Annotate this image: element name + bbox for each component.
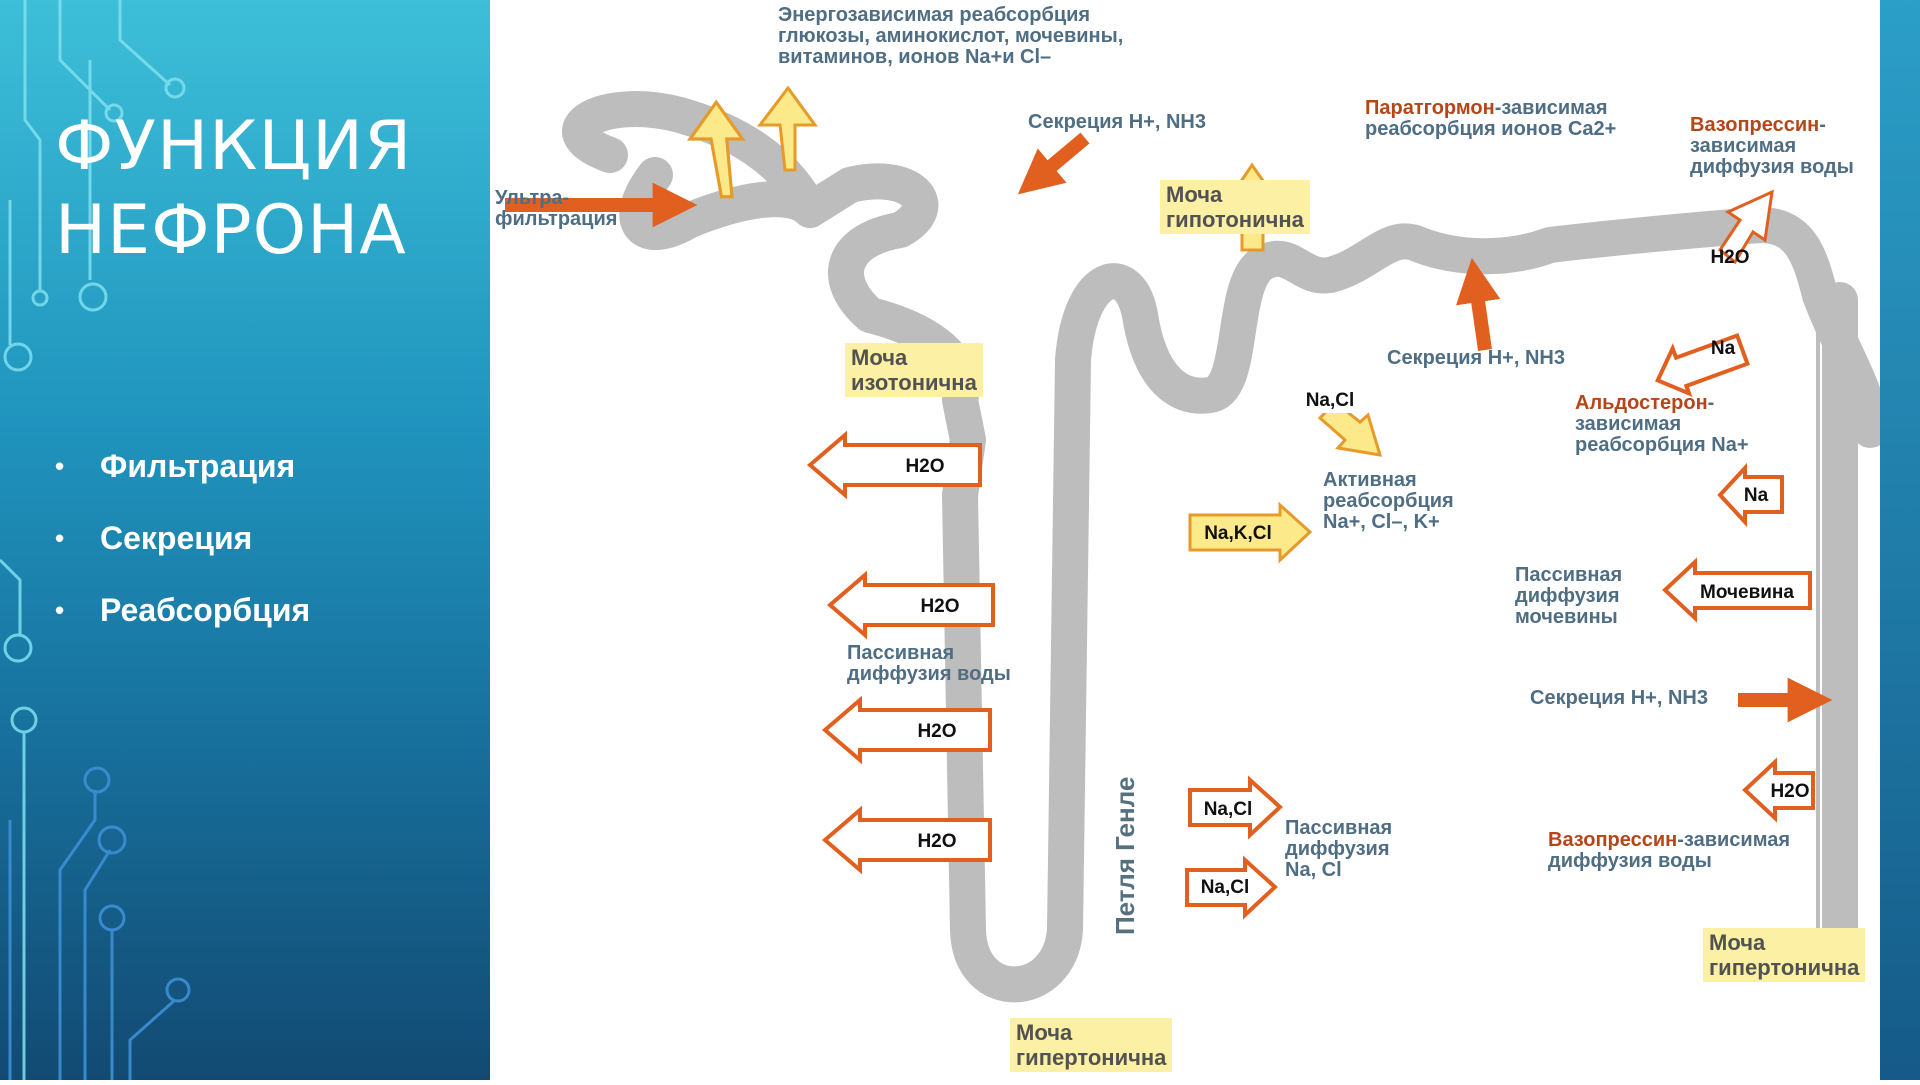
right-edge-decoration [1880,0,1920,1080]
secretion-mid-arrow [1455,257,1501,351]
nacl-top-box [1300,385,1360,413]
h2o-bottom-label: H2O [1770,781,1809,802]
reabsorption-arrow-2 [756,85,818,172]
nakcl-label: Na,K,Cl [1204,523,1272,544]
nephron-diagram: Ca H2O H2O H2O H2O Na,K [490,0,1888,1080]
nacl-label: Na,Cl [1201,877,1250,898]
vasopressin-bottom-text: Вазопрессин-зависимая диффузия воды [1548,830,1795,872]
list-item: •Реабсорбция [55,592,311,628]
na-label: Na [1711,338,1736,359]
h2o-top-label: H2O [1710,247,1749,268]
urine-hypertonic-bottom-label: Моча гипертонична [1010,1018,1173,1072]
passive-urea-text: Пассивная диффузия мочевины [1515,564,1623,628]
vasopressin-top-text: Вазопрессин- зависимая диффузия воды [1690,114,1854,178]
ultrafiltration-text: Ультра- фильтрация [495,187,618,230]
reabsorption-arrow-1 [686,99,746,199]
nacl-top-label: Na,Cl [1306,390,1355,411]
pth-text: Паратгормон-зависимая реабсорбция ионов … [1365,97,1617,140]
nacl-arrows [1185,775,1283,920]
na-label: Na [1744,485,1769,506]
urine-isotonic-label: Моча изотонична [845,343,983,397]
circuit-decoration [0,0,191,1080]
page-title: ФУНКЦИЯ НЕФРОНА [55,107,413,270]
nakcl-arrow [1188,501,1313,564]
secretion-bottom-text: Секреция H+, NH3 [1530,687,1708,709]
nacl-label: Na,Cl [1204,799,1253,820]
top-reabsorption-text: Энергозависимая реабсорбция глюкозы, ами… [778,4,1124,68]
h2o-top-arrow [1717,189,1774,265]
secretion-top-text: Секреция H+, NH3 [1028,111,1206,133]
passive-water-text: Пассивная диффузия воды [847,642,1011,685]
active-reabsorption-text: Активная реабсорбция Na+, Cl–, K+ [1323,469,1454,533]
secretion-top-arrow [1017,132,1090,195]
sidebar: ФУНКЦИЯ НЕФРОНА •Фильтрация •Секреция •Р… [0,0,490,1080]
list-item: •Фильтрация [55,448,296,484]
nephron-svg: Ca H2O H2O H2O H2O Na,K [505,85,1888,1003]
h2o-label: H2O [905,456,944,477]
urea-label: Мочевина [1700,582,1794,603]
h2o-label: H2O [917,721,956,742]
h2o-arrows-left [806,332,1815,875]
urine-hypertonic-right-label: Моча гипертонична [1703,928,1866,982]
bullet-list: •Фильтрация •Секреция •Реабсорбция [55,448,310,664]
list-item: •Секреция [55,520,253,556]
secretion-mid-text: Секреция H+, NH3 [1387,347,1565,369]
urine-hypotonic-label: Моча гипотонична [1160,180,1310,234]
h2o-label: H2O [920,596,959,617]
loop-of-henle-label: Петля Генле [1110,776,1140,935]
h2o-label: H2O [917,831,956,852]
passive-nacl-text: Пассивная диффузия Na, Cl [1285,817,1393,881]
aldosterone-text: Альдостерон- зависимая реабсорбция Na+ [1575,392,1749,456]
